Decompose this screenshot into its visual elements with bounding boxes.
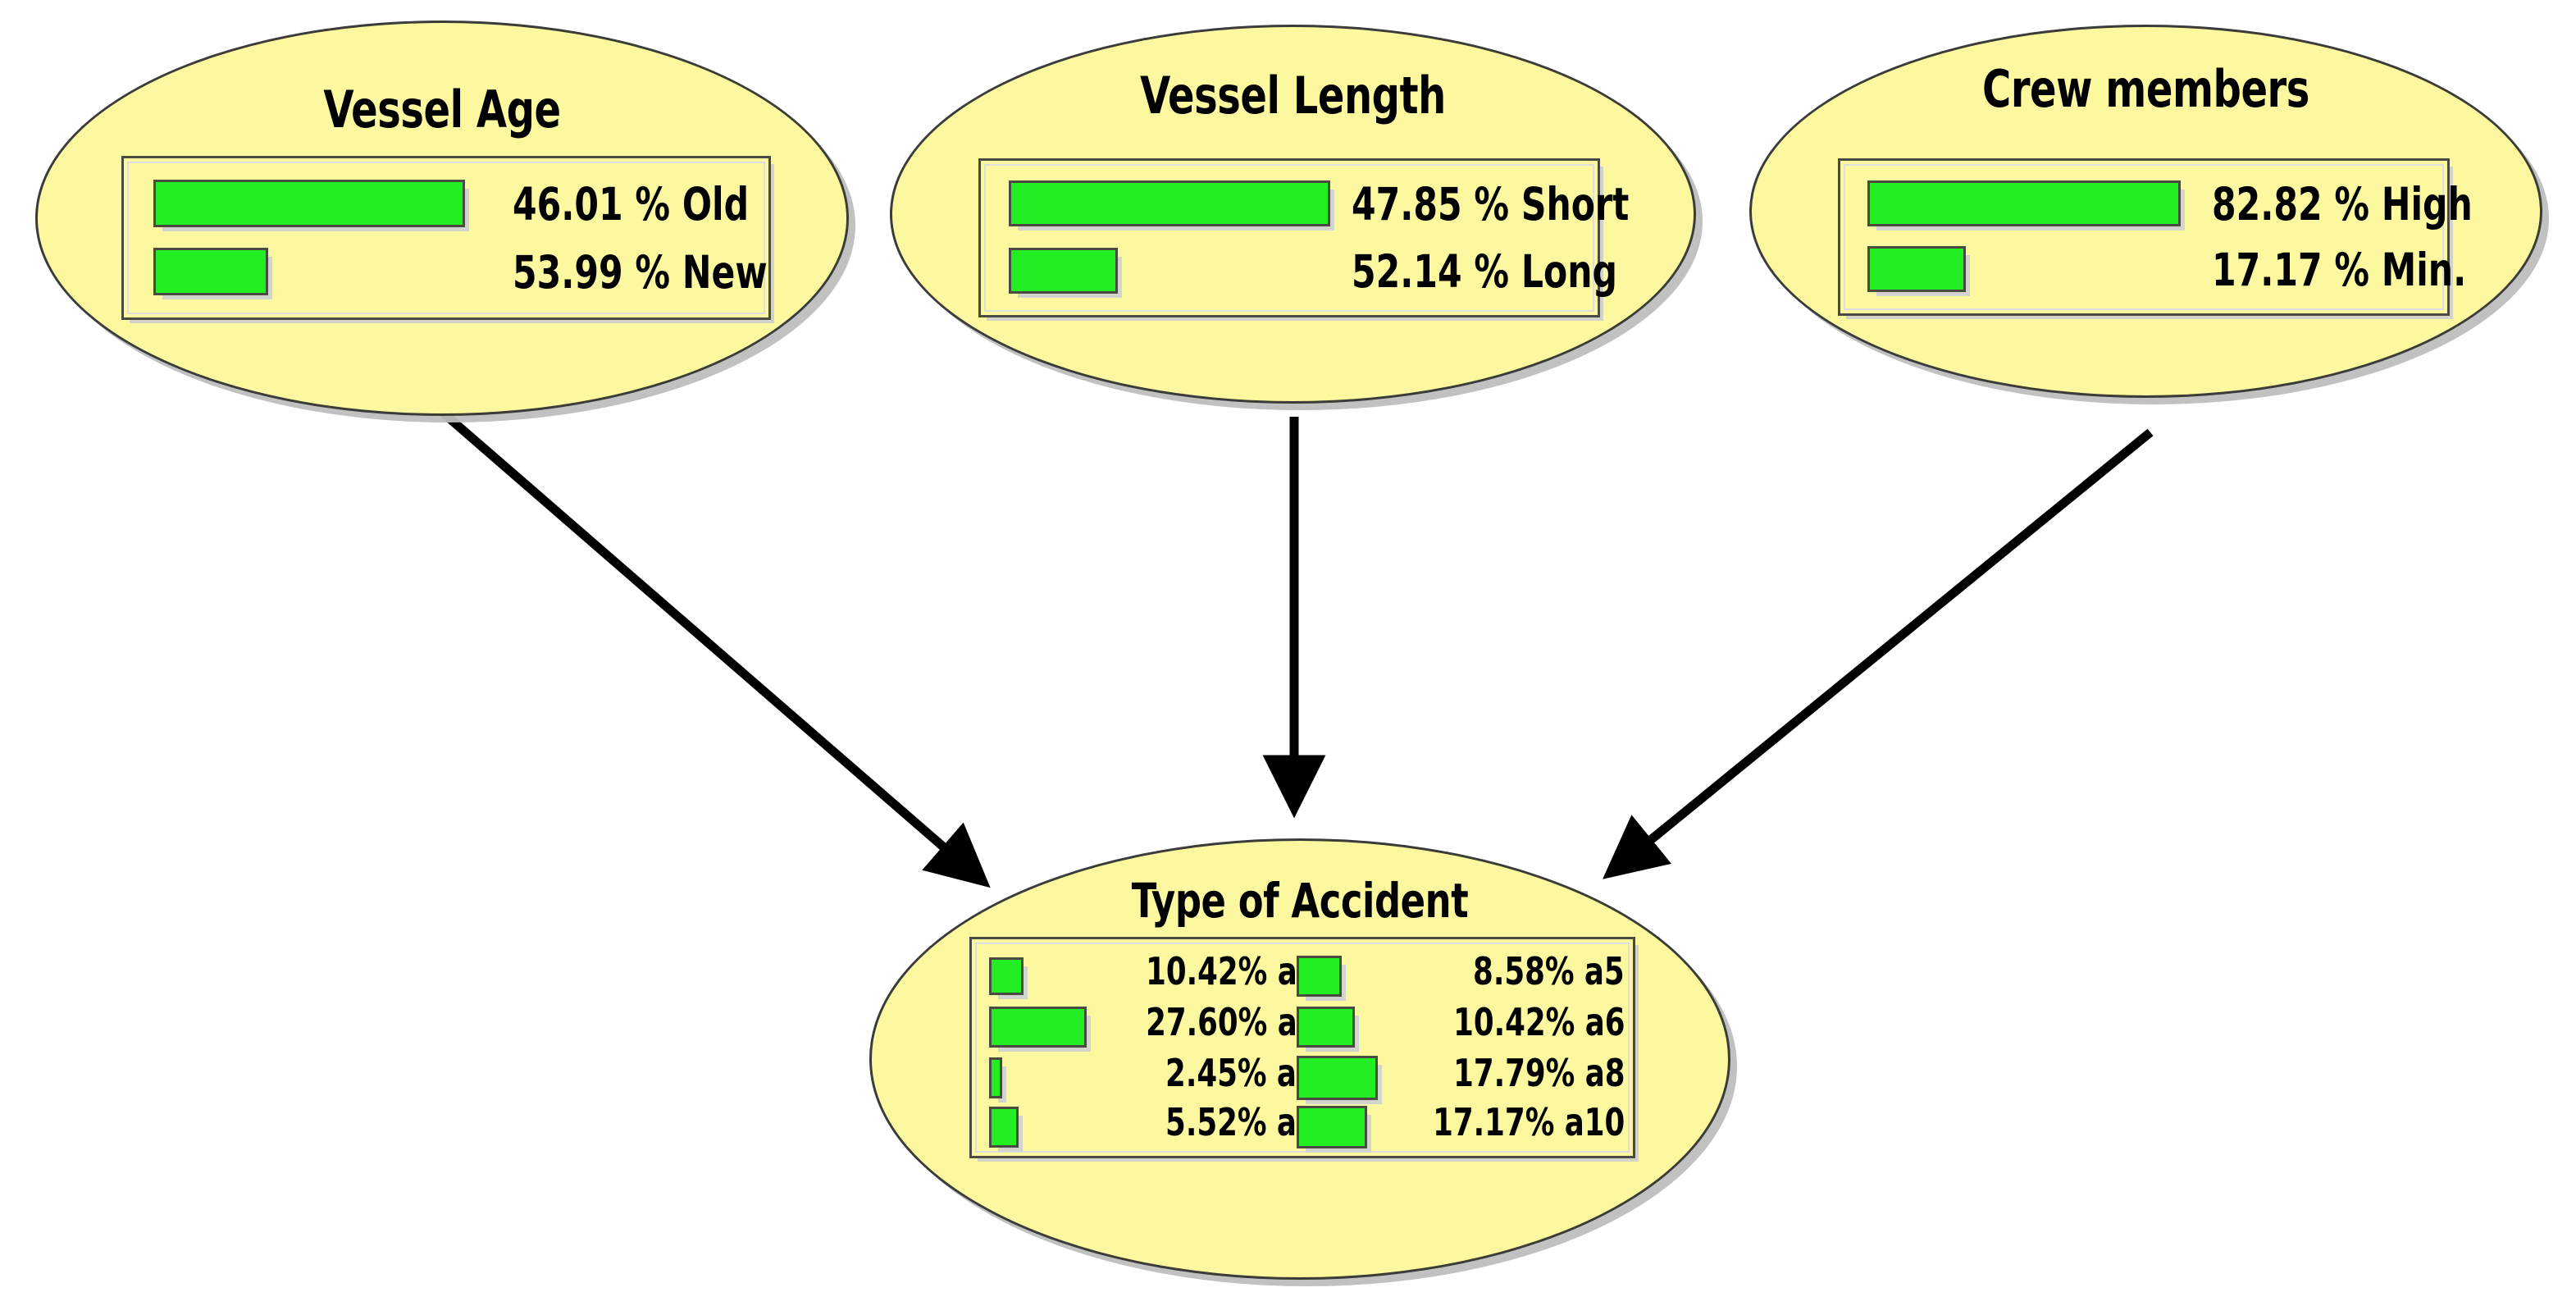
- probability-panel-type-of-accident: 10.42% a1 27.60% a2 2.45% a3 5.52% a4 8.…: [969, 937, 1635, 1158]
- node-title-type-of-accident: Type of Accident: [1131, 873, 1469, 929]
- bar-label-new: 53.99 % New: [513, 246, 768, 299]
- node-crew-members[interactable]: Crew members 82.82 % High 17.17 % Min.: [1749, 25, 2542, 398]
- bar-row-min: 17.17 % Min.: [1867, 243, 2466, 296]
- bar-row-long: 52.14 % Long: [1009, 244, 1617, 298]
- bar-label-min: 17.17 % Min.: [2212, 244, 2467, 296]
- bar-row-a4: 5.52% a4: [989, 1100, 1317, 1153]
- bar-label-a3: 2.45% a3: [1165, 1051, 1317, 1095]
- bar-label-a10: 17.17% a10: [1432, 1100, 1625, 1144]
- bar-label-long: 52.14 % Long: [1352, 245, 1617, 298]
- bar-row-short: 47.85 % Short: [1009, 177, 1629, 231]
- panel-inner-border: [127, 162, 765, 314]
- bar-row-a5: 8.58% a5: [1297, 949, 1625, 1002]
- bar-row-new: 53.99 % New: [153, 244, 768, 299]
- bar-short: [1009, 180, 1330, 226]
- bar-a2: [989, 1007, 1087, 1048]
- bar-new: [153, 248, 268, 295]
- probability-panel-vessel-age: 46.01 % Old 53.99 % New: [121, 156, 771, 320]
- edge-crew-members-to-accident: [1603, 428, 2154, 879]
- node-title-vessel-age: Vessel Age: [323, 80, 561, 139]
- bar-label-a5: 8.58% a5: [1473, 949, 1625, 993]
- panel-inner-border: [1844, 164, 2444, 310]
- bar-label-old: 46.01 % Old: [513, 178, 750, 231]
- bar-a4: [989, 1107, 1019, 1148]
- bar-label-short: 47.85 % Short: [1352, 178, 1630, 231]
- node-vessel-age[interactable]: Vessel Age 46.01 % Old 53.99 % New: [35, 21, 849, 416]
- bar-row-a10: 17.17% a10: [1297, 1100, 1625, 1153]
- panel-inner-border: [975, 943, 1630, 1153]
- panel-inner-border: [984, 164, 1594, 312]
- bar-a10: [1297, 1106, 1367, 1148]
- bar-old: [153, 180, 465, 227]
- bar-long: [1009, 248, 1118, 294]
- bar-a1: [989, 957, 1024, 995]
- bar-row-high: 82.82 % High: [1867, 177, 2473, 231]
- bar-a3: [989, 1057, 1002, 1098]
- bar-label-high: 82.82 % High: [2212, 178, 2473, 231]
- bar-min: [1867, 246, 1966, 292]
- edge-vessel-age-to-accident: [434, 404, 991, 888]
- node-title-crew-members: Crew members: [1982, 59, 2309, 119]
- bar-label-a4: 5.52% a4: [1165, 1100, 1317, 1144]
- bar-a5: [1297, 956, 1342, 997]
- bar-a6: [1297, 1007, 1355, 1048]
- bar-row-old: 46.01 % Old: [153, 176, 749, 231]
- bar-a8: [1297, 1056, 1378, 1100]
- bar-high: [1867, 180, 2181, 226]
- probability-panel-crew-members: 82.82 % High 17.17 % Min.: [1838, 158, 2473, 316]
- bar-label-a2: 27.60% a2: [1145, 1000, 1317, 1044]
- bar-label-a8: 17.79% a8: [1452, 1051, 1625, 1095]
- node-vessel-length[interactable]: Vessel Length 47.85 % Short 52.14 % Long: [890, 25, 1696, 404]
- bar-label-a1: 10.42% a1: [1145, 949, 1317, 993]
- bar-label-a6: 10.42% a6: [1452, 1000, 1625, 1044]
- bar-row-a3: 2.45% a3: [989, 1051, 1317, 1103]
- node-type-of-accident[interactable]: Type of Accident 10.42% a1 27.60% a2 2.4…: [869, 838, 1730, 1280]
- bar-row-a6: 10.42% a6: [1297, 1000, 1625, 1052]
- bar-row-a8: 17.79% a8: [1297, 1051, 1625, 1103]
- bar-row-a2: 27.60% a2: [989, 1000, 1317, 1052]
- node-title-vessel-length: Vessel Length: [1140, 66, 1446, 126]
- probability-panel-vessel-length: 47.85 % Short 52.14 % Long: [978, 158, 1629, 317]
- bar-row-a1: 10.42% a1: [989, 949, 1317, 1002]
